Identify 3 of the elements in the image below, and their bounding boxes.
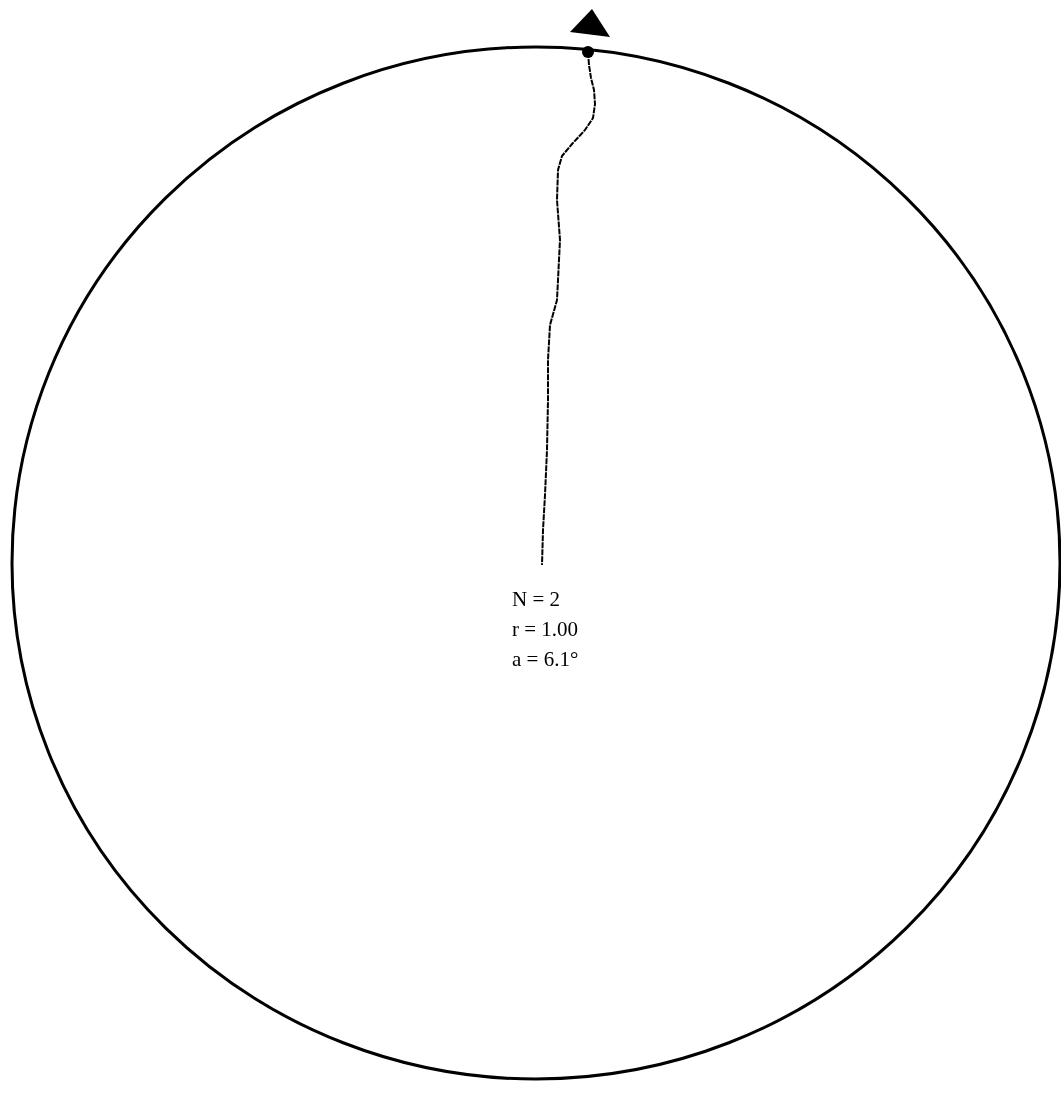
statistic-text: a = 6.1° xyxy=(512,646,579,673)
statistic-text: r = 1.00 xyxy=(512,616,579,643)
statistic-text: N = 2 xyxy=(512,586,560,613)
